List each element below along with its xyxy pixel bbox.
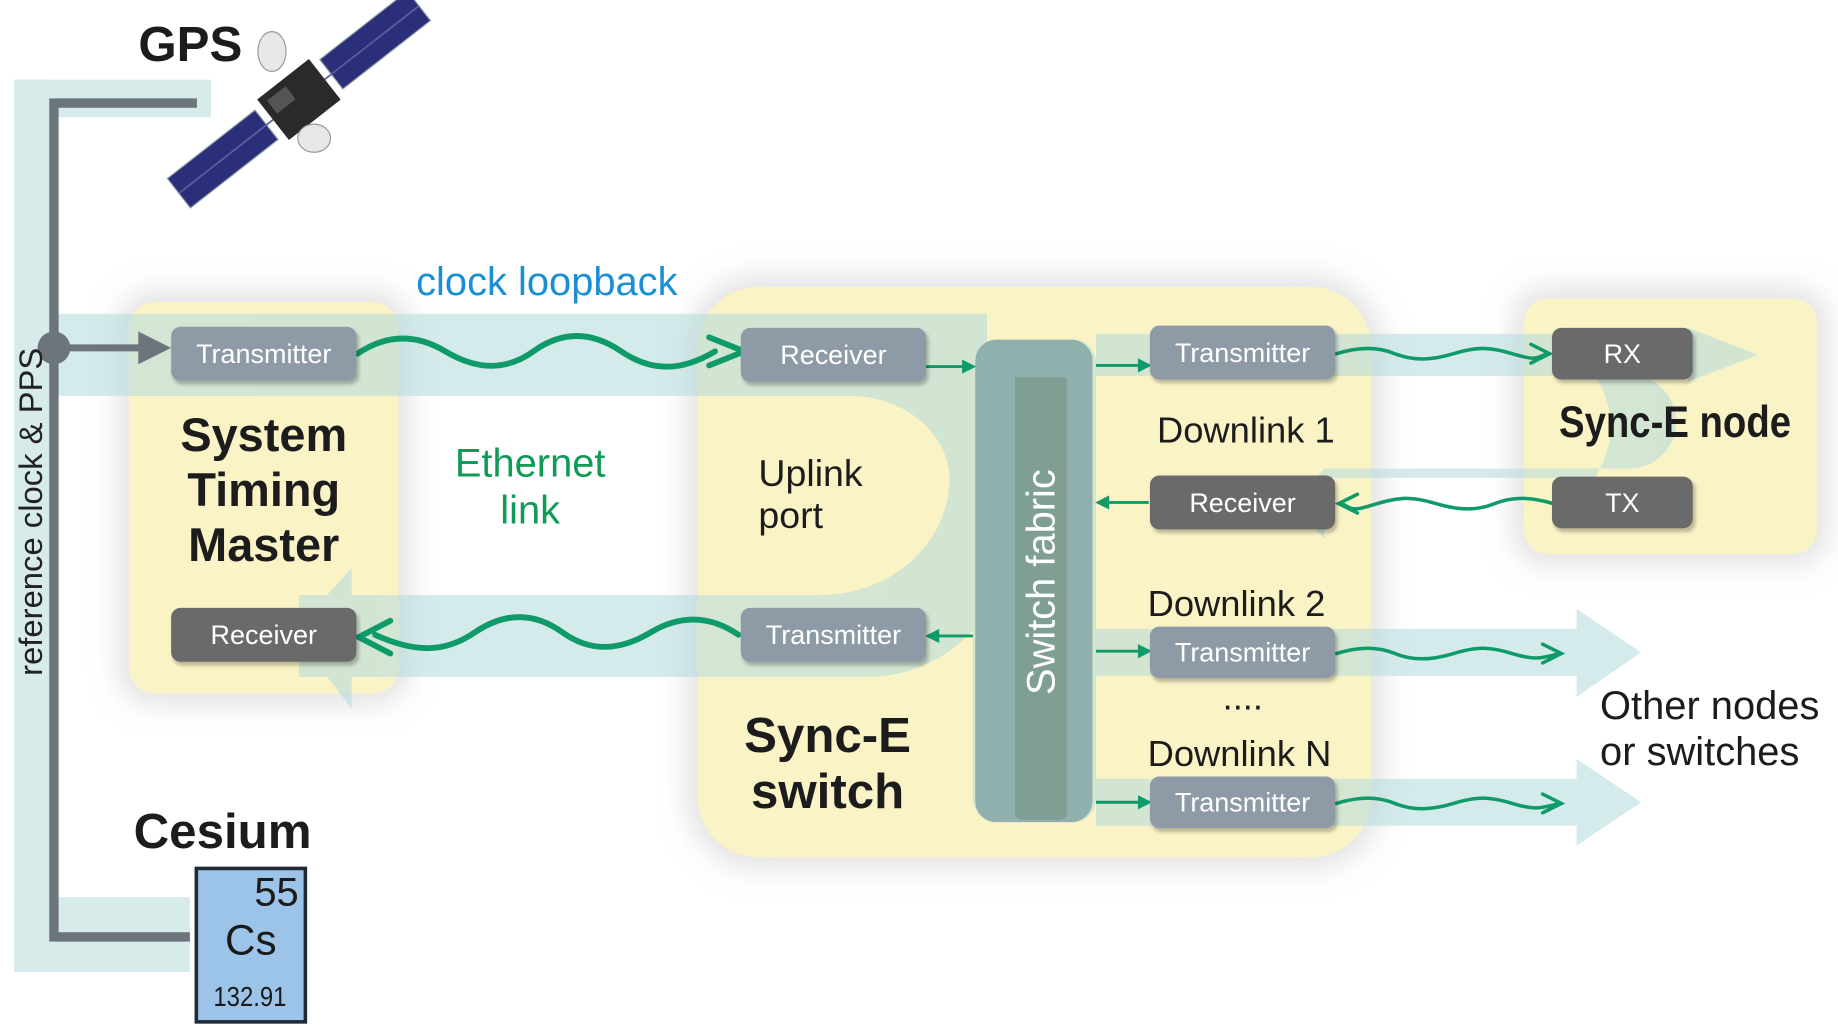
- dl2-wave-arrow: [1540, 642, 1566, 665]
- uplink-port-label: Uplink port: [758, 452, 863, 537]
- cesium-label: Cesium: [133, 803, 312, 859]
- cesium-element-tile: [194, 866, 308, 1024]
- dl1-transmitter: Transmitter: [1149, 325, 1336, 380]
- dln-transmitter: Transmitter: [1149, 776, 1336, 829]
- dl2-wave: [1334, 646, 1561, 661]
- switch-fabric-label: Switch fabric: [1019, 469, 1064, 695]
- dl1-receiver: Receiver: [1149, 475, 1336, 530]
- switch-fabric-inner: [1015, 377, 1067, 820]
- dln-arrowhead-band: [1576, 758, 1642, 846]
- reference-clock-label: reference clock & PPS: [12, 347, 50, 676]
- node-return-wave-arrow: [1334, 492, 1360, 515]
- dl1-wave-arrow: [1529, 342, 1554, 365]
- master-transmitter: Transmitter: [171, 326, 357, 381]
- node-loop-band: [1289, 374, 1677, 539]
- fabric-to-dln-arrow: [1137, 795, 1153, 810]
- cesium-atomic-number: 55: [254, 870, 299, 915]
- uplink-wave: [354, 333, 718, 370]
- return-wave: [372, 614, 742, 652]
- reference-junction-dot: [37, 331, 71, 365]
- uplink-receiver: Receiver: [740, 327, 927, 382]
- fabric-to-dl1-arrow: [1137, 358, 1153, 373]
- downlink-1-label: Downlink 1: [1156, 409, 1335, 451]
- other-nodes-label: Other nodes or switches: [1600, 683, 1820, 775]
- cesium-atomic-mass: 132.91: [213, 981, 287, 1014]
- dln-wave: [1334, 796, 1561, 811]
- uplink-transmitter: Transmitter: [740, 607, 927, 662]
- gps-band: [14, 79, 211, 118]
- reference-band-vertical: [14, 79, 50, 973]
- fabric-to-dl2-arrow: [1137, 644, 1153, 659]
- dl1-wave: [1334, 346, 1550, 361]
- dl2-transmitter: Transmitter: [1149, 626, 1336, 679]
- dl1-arrowhead-band: [1687, 327, 1759, 382]
- dl1-rx-to-fabric-arrow: [1095, 495, 1110, 510]
- node-rx: RX: [1551, 327, 1693, 380]
- reference-arrowhead: [138, 331, 172, 365]
- return-wave-arrow: [352, 617, 394, 657]
- downlink-2-label: Downlink 2: [1147, 583, 1326, 625]
- cesium-symbol: Cs: [225, 915, 277, 964]
- node-return-wave: [1340, 496, 1555, 511]
- gps-label: GPS: [138, 16, 243, 72]
- rx-to-fabric-arrow: [962, 359, 977, 374]
- ethernet-link-label: Ethernet link: [454, 441, 606, 533]
- switch-title: Sync-E switch: [744, 707, 912, 819]
- master-receiver: Receiver: [171, 607, 357, 662]
- downlink-n-label: Downlink N: [1147, 733, 1332, 775]
- dl2-arrowhead-band: [1576, 609, 1642, 697]
- fabric-to-tx-arrow: [925, 628, 940, 644]
- master-title: System Timing Master: [180, 409, 348, 572]
- dln-wave-arrow: [1540, 792, 1566, 815]
- clock-loopback-label: clock loopback: [416, 260, 678, 305]
- ellipsis-label: ....: [1222, 676, 1263, 718]
- sync-e-node-label: Sync-E node: [1559, 398, 1792, 448]
- node-tx: TX: [1551, 476, 1693, 529]
- reference-clock-line: [49, 98, 197, 942]
